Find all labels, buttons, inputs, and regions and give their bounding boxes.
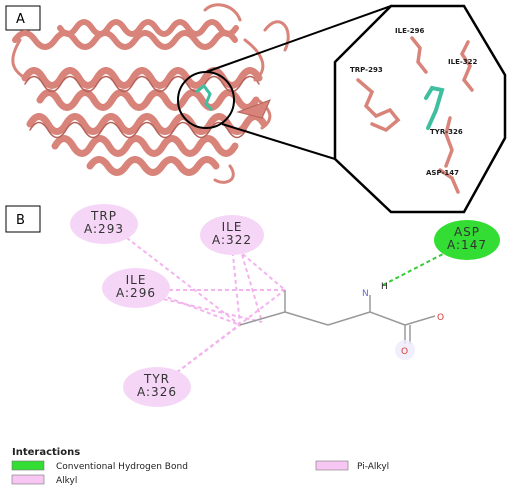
trp293-link: [109, 224, 241, 326]
zoom-line-top: [205, 5, 392, 73]
residue-ile322: ILE A:322: [200, 215, 264, 255]
helix-4: [36, 89, 260, 111]
legend-swatch-pialkyl: [315, 460, 349, 471]
panel-b-label-box: [5, 205, 41, 233]
helix-bundle-top: [12, 19, 239, 50]
legend: Interactions Conventional Hydrogen Bond …: [11, 447, 389, 486]
bond-1: [239, 311, 286, 326]
residue-tyr326: TYR A:326: [123, 367, 191, 407]
loop-5: [263, 20, 290, 52]
atom-oxygen-2: O: [401, 347, 408, 357]
ligand-2d: [239, 290, 436, 344]
ile322-name: ILE: [222, 220, 243, 234]
loop-4: [213, 164, 235, 184]
residue-ile296: ILE A:296: [102, 268, 170, 308]
ile296-bubble: [102, 268, 170, 308]
ile296-stick: [410, 36, 428, 74]
tyr326-name: TYR: [143, 372, 170, 386]
asp147-stick: [438, 168, 460, 194]
label-ile296: ILE-296: [395, 27, 424, 35]
pocket-ligand: [424, 85, 445, 130]
zoom-hexagon: [333, 4, 507, 214]
label-tyr326: TYR-326: [430, 128, 463, 136]
legend-title: Interactions: [12, 447, 80, 458]
ile322-stick: [459, 40, 474, 92]
protein-ribbon: [11, 3, 290, 184]
trp293-chain: A:293: [84, 222, 124, 236]
ile296-chain: A:296: [116, 286, 156, 300]
trp293-bubble: [70, 204, 138, 244]
bond-6: [369, 311, 406, 326]
loop-1: [11, 38, 27, 80]
loop-2: [243, 38, 265, 82]
helix-1: [12, 30, 238, 50]
ile322-link-1: [231, 244, 241, 326]
trp293-stick: [356, 78, 401, 133]
panel-a-label: A: [16, 12, 25, 27]
residue-trp293: TRP A:293: [70, 204, 138, 244]
asp147-bubble: [434, 220, 500, 260]
ile296-link-3: [149, 295, 263, 323]
zoom-line-bottom: [221, 123, 336, 160]
loops: [11, 3, 290, 184]
helix-5: [26, 113, 268, 135]
helix-6: [51, 135, 239, 157]
panel-b-label: B: [16, 213, 25, 228]
helix-edges: [24, 75, 260, 139]
label-ile322: ILE-322: [448, 58, 477, 66]
label-asp147: ASP-147: [426, 169, 459, 177]
helix-edge-1: [24, 75, 260, 93]
legend-label-hbond: Conventional Hydrogen Bond: [56, 462, 188, 472]
beta-sheet-arrow: [236, 99, 271, 119]
loop-3: [256, 98, 272, 130]
ile322-link-2: [231, 244, 286, 291]
helix-2: [57, 19, 239, 37]
tyr326-link-2: [159, 289, 286, 386]
helix-bundle-mid: [21, 67, 268, 176]
trp293-name: TRP: [90, 209, 117, 223]
legend-label-pialkyl: Pi-Alkyl: [357, 462, 389, 472]
panel-a-label-box: [5, 5, 41, 31]
atom-oxygen-1: O: [437, 313, 444, 323]
hydrogen-bond-line: [382, 239, 471, 286]
bond-7: [404, 315, 436, 326]
pocket-residues: [356, 36, 474, 194]
tyr326-chain: A:326: [137, 385, 177, 399]
legend-label-alkyl: Alkyl: [56, 476, 77, 486]
ile322-chain: A:322: [212, 233, 252, 247]
tyr326-bubble: [123, 367, 191, 407]
legend-swatch-alkyl: [11, 474, 45, 485]
oxygen-halo: [395, 340, 415, 360]
helix-edge-2: [29, 121, 247, 139]
loop-6: [203, 3, 242, 22]
asp147-name: ASP: [454, 225, 480, 239]
residue-asp147: ASP A:147: [434, 220, 500, 260]
ligand-in-pocket: [195, 83, 214, 112]
ile322-link-3: [239, 247, 263, 323]
panel-b: B N H O O: [5, 204, 500, 407]
ile296-name: ILE: [126, 273, 147, 287]
bond-4: [327, 311, 371, 326]
panel-a: A: [5, 3, 507, 214]
atom-nitrogen: N: [362, 289, 369, 299]
ligand-stick: [195, 83, 214, 112]
ligand-zoom-stick: [424, 85, 445, 130]
bond-3: [284, 311, 329, 326]
legend-swatch-hbond: [11, 460, 45, 471]
tyr326-stick: [444, 116, 454, 168]
ile322-bubble: [200, 215, 264, 255]
helix-7: [86, 156, 220, 176]
atom-hydrogen: H: [381, 282, 388, 292]
label-trp293: TRP-293: [350, 66, 383, 74]
asp147-chain: A:147: [447, 238, 487, 252]
